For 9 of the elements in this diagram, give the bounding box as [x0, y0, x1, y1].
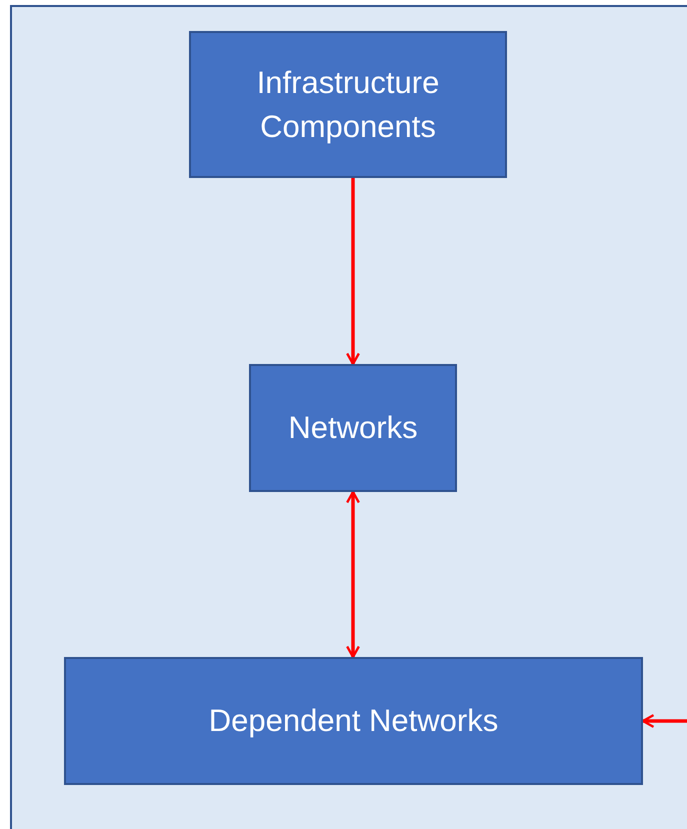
arrow [642, 714, 687, 728]
arrow [346, 178, 360, 366]
arrow [346, 490, 360, 658]
box-label: Infrastructure Components [256, 64, 440, 146]
process-box [249, 364, 457, 492]
box-label: Networks [288, 409, 418, 448]
process-box [64, 657, 643, 785]
process-box [189, 31, 507, 178]
box-label: Dependent Networks [208, 702, 498, 740]
